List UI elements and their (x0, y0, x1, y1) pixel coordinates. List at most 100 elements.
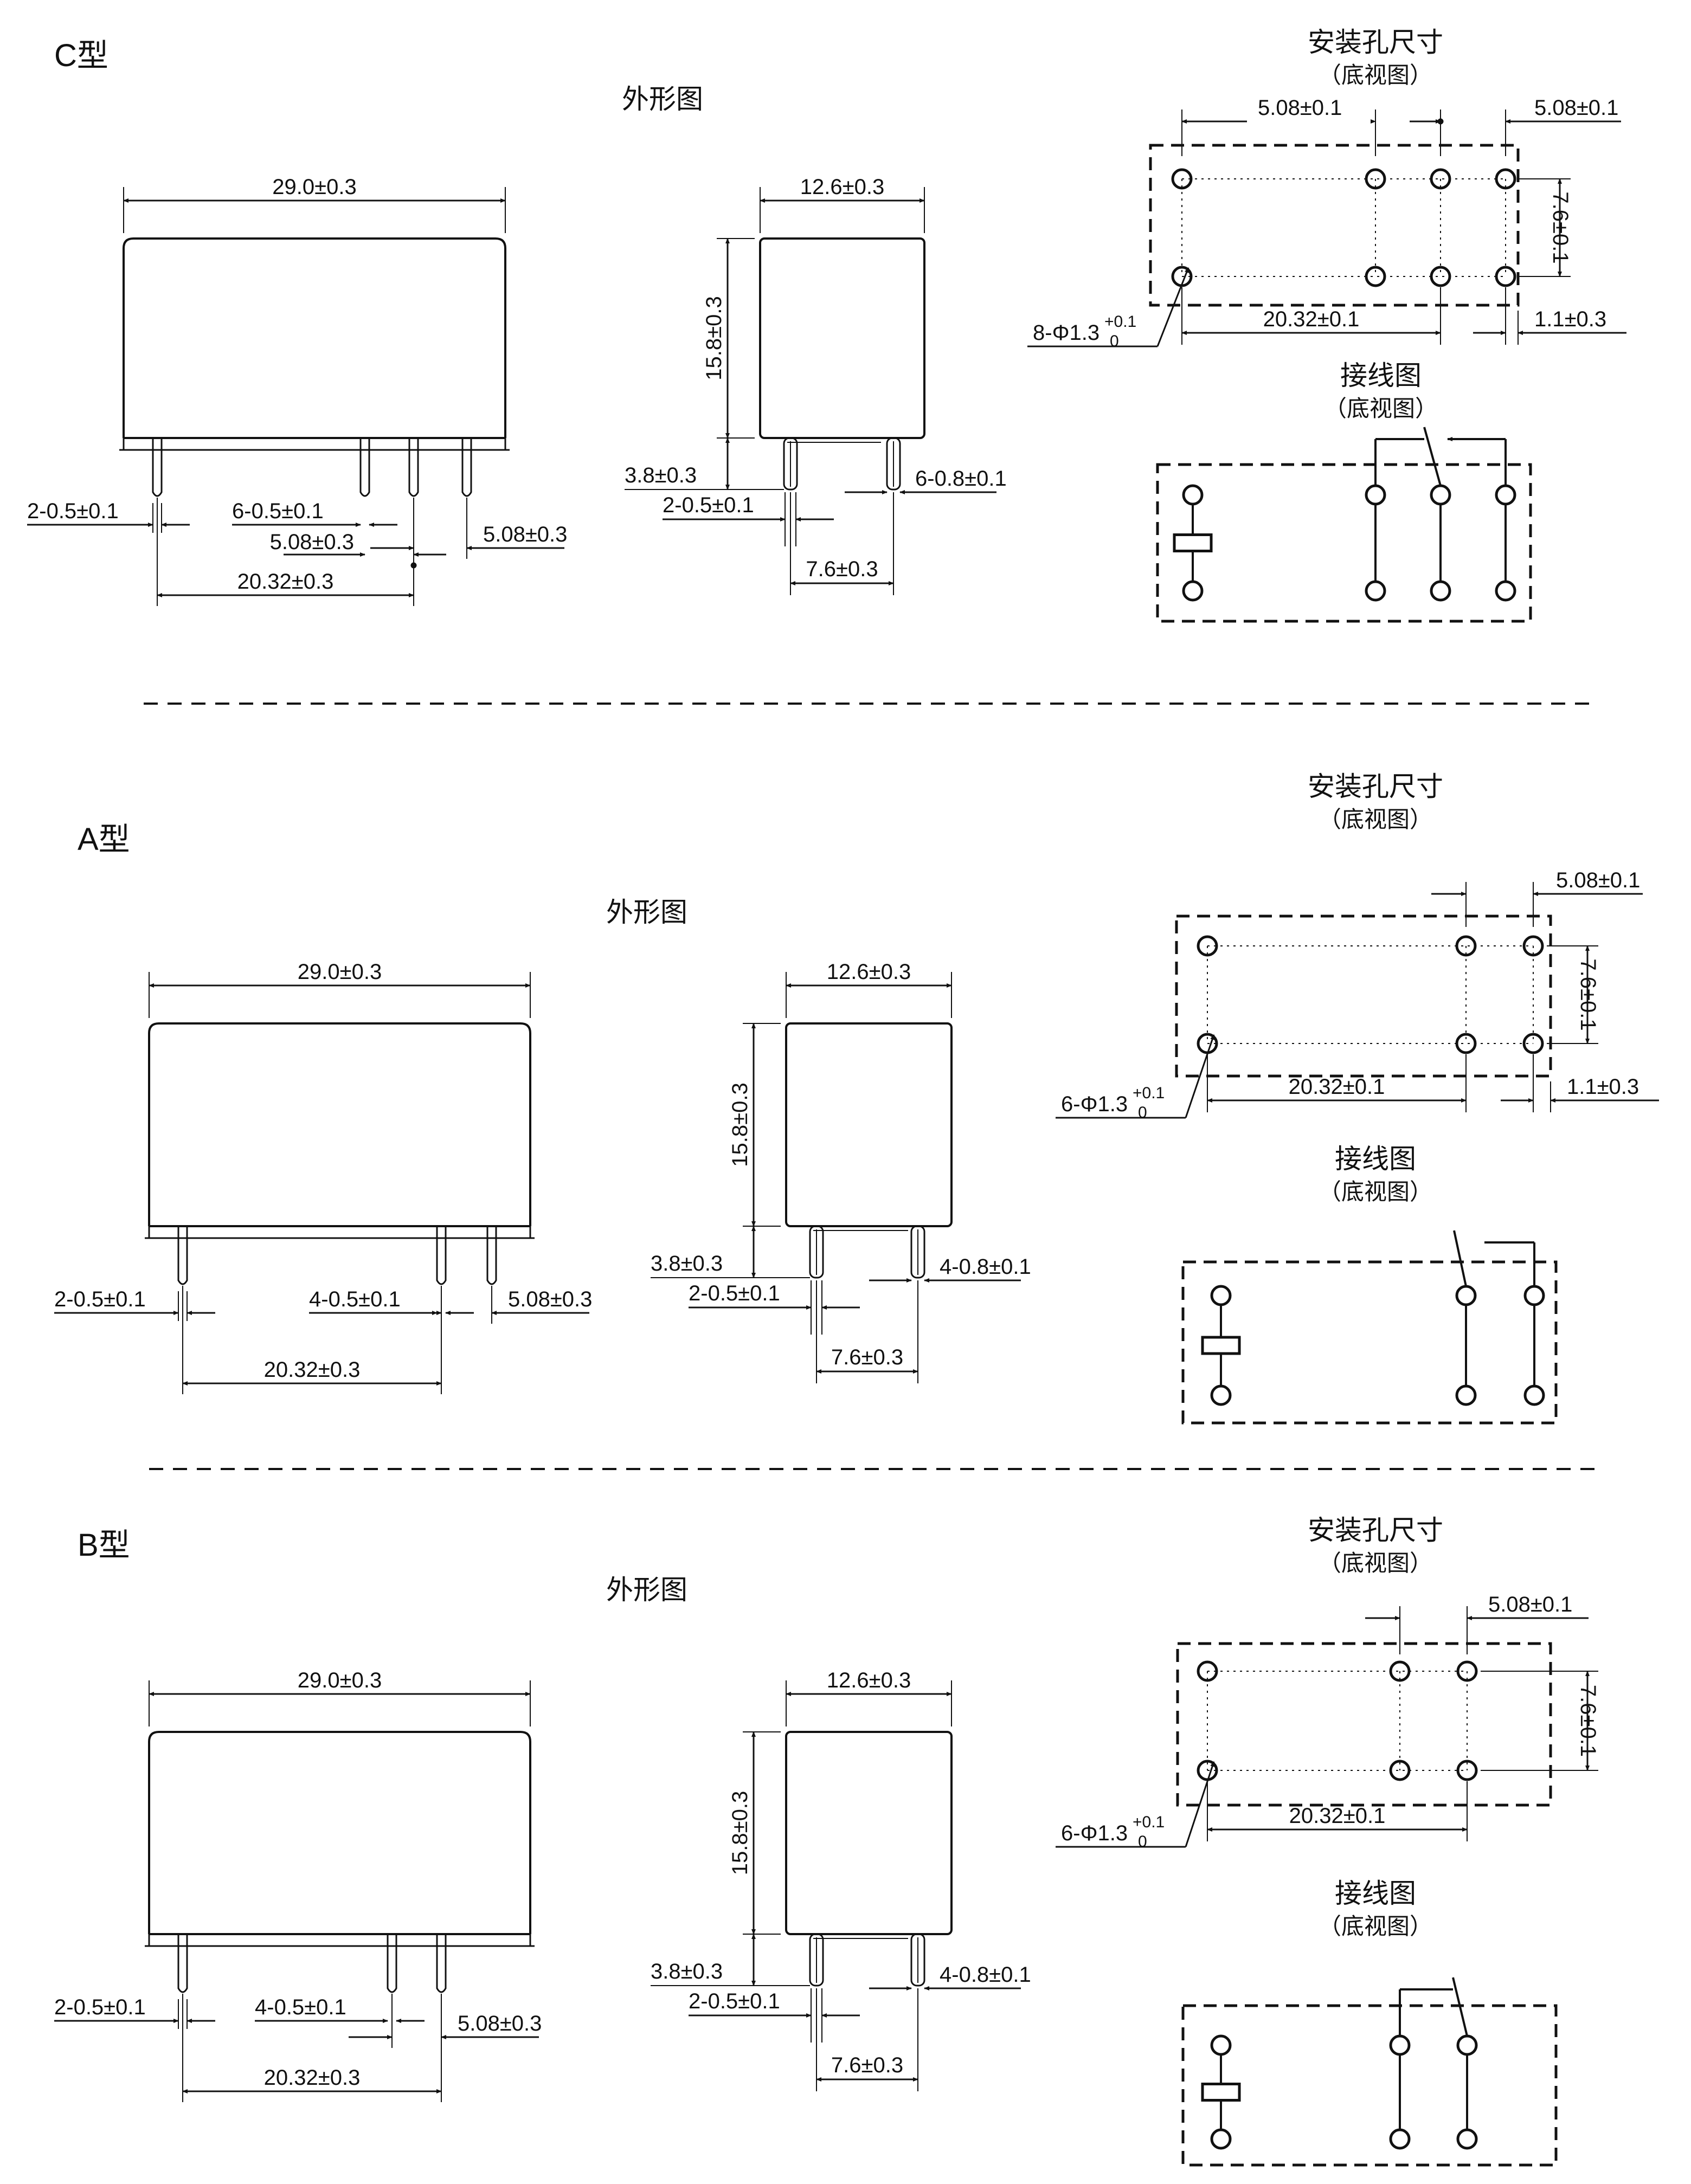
side-pin (910, 1933, 925, 1987)
hole-pitch-dot (1437, 118, 1444, 125)
pin-b-label: 4-0.5±0.1 (255, 1995, 346, 2019)
pin (359, 438, 370, 497)
hole-row-label: 7.6±0.1 (1576, 958, 1600, 1030)
pin-a-label: 2-0.5±0.1 (54, 1287, 146, 1311)
coil-symbol (1201, 2083, 1241, 2102)
hole-edge-label: 1.1±0.3 (1567, 1075, 1639, 1099)
pin-a-label: 2-0.5±0.1 (54, 1995, 146, 2019)
coil-symbol (1173, 533, 1213, 552)
mounting-hole (1389, 1660, 1411, 1682)
wiring-title: 接线图 (1335, 1878, 1416, 1909)
mounting-hole (1522, 1033, 1544, 1054)
pitch-dot (410, 562, 417, 569)
hole-frame (1149, 144, 1520, 307)
tol-upper-label: +0.1 (1133, 1813, 1165, 1831)
hole-count-label: 8-Φ1.3 (1033, 321, 1100, 345)
mounting-hole (1389, 1760, 1411, 1781)
mounting-hole (1197, 1660, 1218, 1682)
side-body (785, 1731, 953, 1935)
type-label: A型 (78, 822, 130, 857)
span-label: 20.32±0.3 (264, 1358, 361, 1382)
wiring-view: 接线图 （底视图） (1181, 1878, 1558, 2167)
side-pin-b-label: 6-0.8±0.1 (915, 467, 1007, 491)
width-label: 29.0±0.3 (272, 175, 356, 199)
switch-blade (1452, 1977, 1468, 2037)
wiring-frame (1156, 463, 1532, 623)
height-label: 15.8±0.3 (728, 1791, 752, 1875)
pin (461, 438, 472, 497)
pin (387, 1934, 397, 1993)
outline-title: 外形图 (606, 897, 687, 927)
tol-lower-label: 0 (1138, 1104, 1147, 1122)
mounting-hole (1455, 1033, 1477, 1054)
side-pin (809, 1225, 824, 1279)
tol-lower-label: 0 (1138, 1833, 1147, 1851)
hole-subtitle: （底视图） (1319, 807, 1432, 832)
pin (486, 1226, 497, 1285)
pin (177, 1934, 188, 1993)
pin (152, 438, 163, 497)
mounting-hole-view: 安装孔尺寸（底视图）5.08±0.17.6±0.120.32±0.16-Φ1.3… (1056, 1515, 1600, 1851)
hole-frame (1175, 914, 1552, 1078)
hole-edge-label: 1.1±0.3 (1534, 307, 1606, 331)
hole-span-label: 20.32±0.1 (1263, 307, 1360, 331)
wiring-frame (1181, 2004, 1558, 2167)
wiring-subtitle: （底视图） (1319, 1179, 1432, 1204)
pitch-right-label: 5.08±0.3 (458, 2012, 542, 2035)
side-body (785, 1022, 953, 1227)
pin (436, 1934, 447, 1993)
coil-symbol (1201, 1336, 1241, 1355)
hole-leader (1156, 267, 1190, 347)
hole-span-label: 20.32±0.1 (1289, 1075, 1385, 1099)
side-pin (783, 437, 798, 491)
mounting-hole (1171, 168, 1193, 190)
outline-title: 外形图 (606, 1575, 687, 1605)
side-view: 12.6±0.315.8±0.33.8±0.32-0.5±0.16-0.8±0.… (625, 175, 1007, 595)
height-label: 15.8±0.3 (728, 1083, 752, 1167)
hole-title: 安装孔尺寸 (1308, 771, 1443, 802)
side-view: 12.6±0.315.8±0.33.8±0.32-0.5±0.14-0.8±0.… (651, 1668, 1031, 2091)
tol-upper-label: +0.1 (1104, 313, 1136, 331)
span-label: 20.32±0.3 (237, 570, 334, 594)
standoff-label: 3.8±0.3 (625, 463, 697, 487)
pitch-right-label: 5.08±0.3 (508, 1287, 592, 1311)
mounting-hole-view: 安装孔尺寸 （底视图） 5.08±0.1 7.6±0.1 20.32±0.1 1.1±0.… (1056, 771, 1659, 1122)
side-pin-b-label: 4-0.8±0.1 (940, 1963, 1031, 1987)
hole-title: 安装孔尺寸 (1308, 27, 1443, 57)
relay-body-outline (148, 1731, 531, 1934)
type-label: C型 (54, 38, 108, 73)
pin-b-label: 4-0.5±0.1 (309, 1287, 401, 1311)
pin (408, 438, 419, 497)
hole-span-label: 20.32±0.1 (1289, 1804, 1386, 1828)
relay-body-outline (123, 237, 506, 438)
side-view: 12.6±0.315.8±0.33.8±0.32-0.5±0.14-0.8±0.… (651, 960, 1031, 1383)
hole-pitch-label: 5.08±0.1 (1556, 868, 1640, 892)
hole-row-label: 7.6±0.1 (1576, 1685, 1600, 1757)
relay-body-outline (148, 1022, 531, 1226)
side-pin (809, 1933, 824, 1987)
tol-lower-label: 0 (1110, 332, 1119, 350)
mounting-hole (1456, 1660, 1478, 1682)
depth-label: 12.6±0.3 (827, 1668, 911, 1692)
wiring-title: 接线图 (1335, 1144, 1416, 1174)
depth-label: 12.6±0.3 (800, 175, 884, 199)
side-pin-a-label: 2-0.5±0.1 (663, 493, 754, 517)
width-label: 29.0±0.3 (298, 960, 382, 984)
hole-count-label: 6-Φ1.3 (1061, 1092, 1128, 1116)
hole-frame (1176, 1642, 1552, 1807)
hole-subtitle: （底视图） (1319, 62, 1432, 88)
wiring-subtitle: （底视图） (1319, 1914, 1432, 1939)
hole-row-label: 7.6±0.1 (1548, 191, 1572, 263)
wiring-subtitle: （底视图） (1324, 396, 1438, 421)
width-label: 29.0±0.3 (298, 1668, 382, 1692)
depth-label: 12.6±0.3 (827, 960, 911, 984)
hole-pitch-label: 5.08±0.1 (1488, 1593, 1572, 1616)
hole-title: 安装孔尺寸 (1308, 1515, 1443, 1545)
hole-pitch-label: 5.08±0.1 (1258, 96, 1342, 120)
side-pin-a-label: 2-0.5±0.1 (689, 1989, 780, 2013)
